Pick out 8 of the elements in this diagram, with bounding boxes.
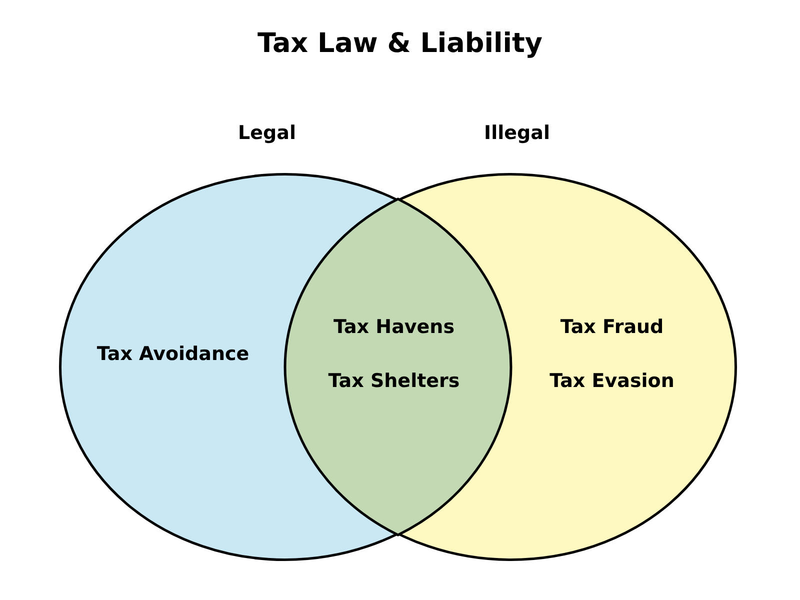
diagram-title: Tax Law & Liability	[256, 28, 544, 59]
region-label: Tax Havens	[333, 316, 455, 338]
set-label: Illegal	[484, 122, 550, 144]
region-label: Tax Shelters	[328, 370, 460, 392]
region-label: Tax Avoidance	[96, 343, 250, 365]
set-label: Legal	[238, 122, 296, 144]
region-label: Tax Fraud	[560, 316, 664, 338]
region-label: Tax Evasion	[550, 370, 674, 392]
